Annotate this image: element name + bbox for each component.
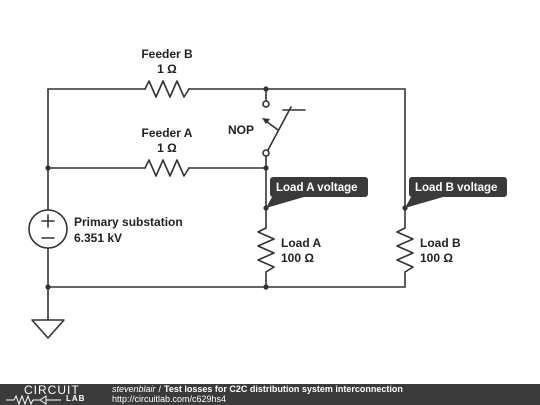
nop-switch — [262, 100, 306, 157]
junction-dot — [263, 284, 269, 290]
load-a-name: Load A — [281, 236, 322, 250]
probe-load-a-label: Load A voltage — [276, 182, 358, 194]
probe-load-b-label: Load B voltage — [415, 182, 497, 194]
footer-credit: stevenblair/Test losses for C2C distribu… — [112, 384, 403, 394]
circuitlab-logo[interactable]: CIRCUIT LAB — [4, 383, 104, 405]
circuit-schematic: Feeder B 1 Ω Feeder A 1 Ω NOP Primary su… — [28, 47, 507, 339]
feeder-a-resistor — [144, 159, 190, 177]
feeder-b-resistor — [144, 80, 190, 98]
load-a-value: 100 Ω — [281, 251, 314, 265]
feeder-a-value: 1 Ω — [157, 141, 177, 155]
junction-dot — [263, 86, 269, 92]
switch-label: NOP — [228, 123, 254, 137]
load-b-name: Load B — [420, 236, 461, 250]
junction-dot — [263, 165, 269, 171]
logo-text-top: CIRCUIT — [24, 383, 80, 397]
wires — [47, 88, 406, 321]
voltage-source — [28, 209, 68, 249]
circuit-url-link[interactable]: http://circuitlab.com/c629hs4 — [112, 394, 227, 404]
load-b-resistor — [396, 227, 414, 273]
footer-separator: / — [158, 384, 162, 394]
load-b-value: 100 Ω — [420, 251, 453, 265]
author-link[interactable]: stevenblair — [112, 384, 156, 394]
junction-dot — [45, 284, 51, 290]
source-name: Primary substation — [74, 215, 183, 229]
feeder-b-name: Feeder B — [141, 47, 193, 61]
feeder-b-value: 1 Ω — [157, 62, 177, 76]
logo-text-bottom: LAB — [66, 394, 86, 403]
source-value: 6.351 kV — [74, 231, 122, 245]
logo-resistor-icon — [6, 395, 61, 405]
feeder-a-name: Feeder A — [142, 126, 193, 140]
footer-bar: CIRCUIT LAB stevenblair/Test losses for … — [0, 383, 540, 405]
probe-load-b-voltage: Load B voltage — [405, 177, 507, 208]
load-a-resistor — [257, 227, 275, 273]
circuit-title: Test losses for C2C distribution system … — [164, 384, 403, 394]
probe-load-a-voltage: Load A voltage — [266, 177, 368, 208]
junction-dot — [45, 165, 51, 171]
ground-symbol — [31, 319, 65, 339]
